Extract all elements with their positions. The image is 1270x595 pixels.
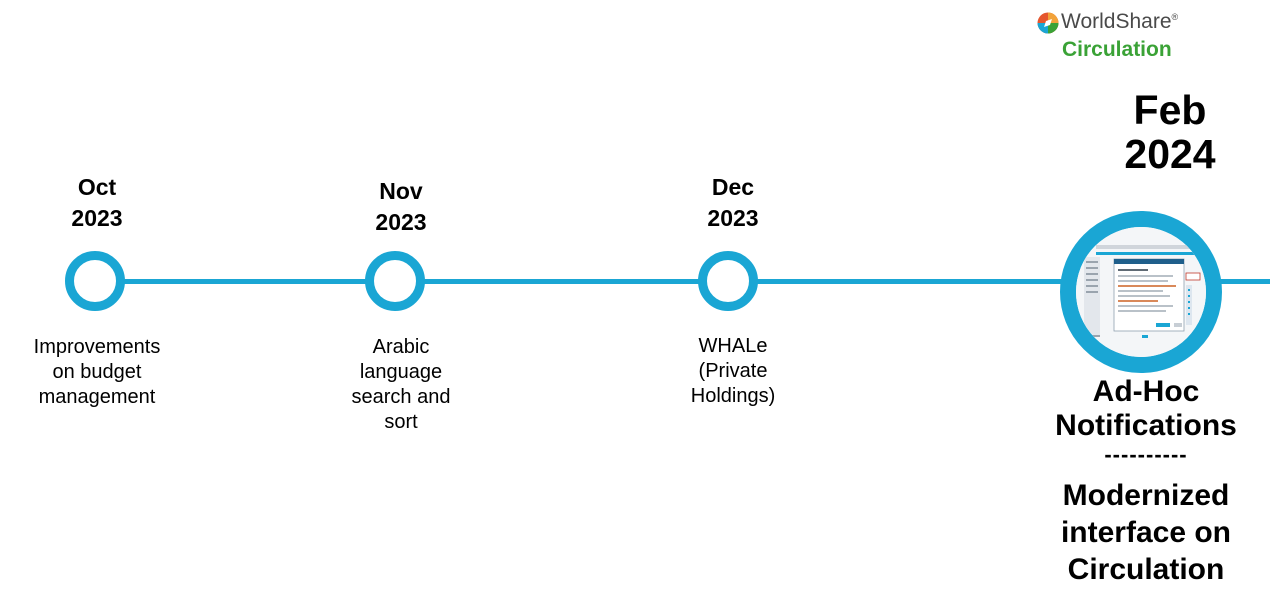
interface-screenshot-thumbnail (1076, 227, 1206, 357)
worldshare-circulation-logo: WorldShare® Circulation (1037, 8, 1237, 66)
milestone-date-nov-2023: Nov 2023 (375, 178, 427, 235)
logo-brand-text: WorldShare® (1061, 10, 1179, 33)
milestone-desc-nov-2023: Arabic language search and sort (351, 336, 451, 433)
featured-title-modernized-interface: Modernized interface on Circulation (1060, 479, 1232, 586)
milestone-node-oct-2023 (65, 251, 125, 311)
milestone-date-oct-2023: Oct 2023 (71, 174, 123, 231)
milestone-date-dec-2023: Dec 2023 (707, 174, 759, 231)
featured-node-feb-2024 (1060, 211, 1222, 373)
milestone-node-nov-2023 (365, 251, 425, 311)
worldshare-logo-icon (1037, 12, 1059, 34)
featured-title-adhoc-notifications: Ad-Hoc Notifications (1055, 375, 1237, 442)
milestone-desc-dec-2023: WHALe (Private Holdings) (690, 335, 776, 407)
logo-product-text: Circulation (1062, 38, 1172, 61)
featured-date-feb-2024: Feb 2024 (1124, 87, 1216, 177)
milestone-desc-oct-2023: Improvements on budget management (33, 336, 161, 408)
milestone-node-dec-2023 (698, 251, 758, 311)
featured-divider: ---------- (1104, 442, 1188, 467)
timeline-line (95, 279, 1270, 284)
